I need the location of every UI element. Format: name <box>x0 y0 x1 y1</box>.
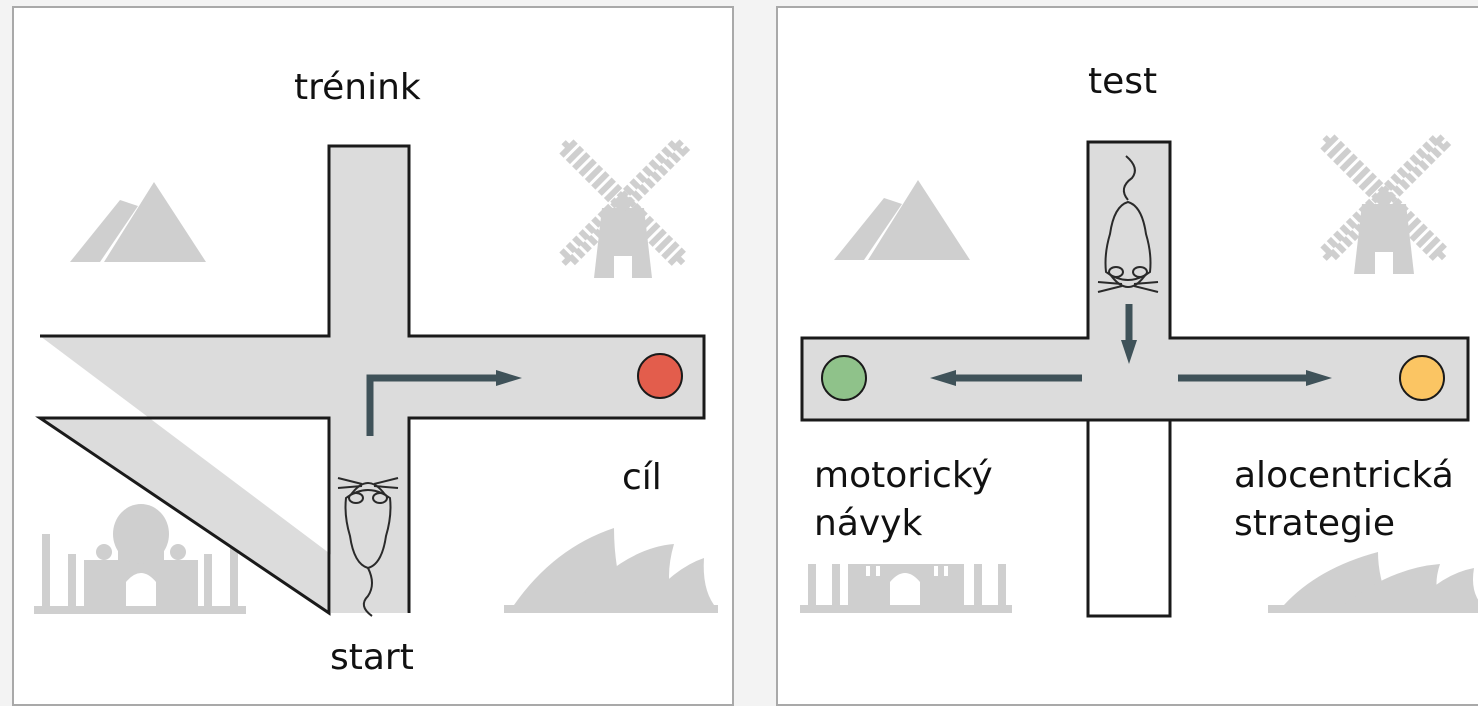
mountain-icon <box>834 180 970 260</box>
motor-habit-label-line2: návyk <box>814 503 923 544</box>
arrows <box>930 304 1332 386</box>
test-panel: test motorický návyk alocentrická strate… <box>776 6 1478 706</box>
training-title: trénink <box>294 67 421 108</box>
windmill-icon <box>1316 130 1452 274</box>
test-title: test <box>1088 61 1158 102</box>
maze <box>800 140 1470 618</box>
goal-green-circle <box>821 355 867 401</box>
mountain-icon <box>70 182 206 262</box>
motor-habit-label-line1: motorický <box>814 455 993 496</box>
taj-mahal-icon <box>800 564 1012 613</box>
test-diagram <box>800 130 1478 618</box>
opera-house-icon <box>1268 552 1478 613</box>
route-arrow <box>366 370 522 436</box>
allocentric-label-line2: strategie <box>1234 503 1395 544</box>
mouse-icon <box>1097 155 1159 293</box>
training-panel: trénink start cíl <box>12 6 734 706</box>
training-diagram <box>34 135 718 617</box>
start-label: start <box>330 637 414 678</box>
opera-house-icon <box>504 528 718 613</box>
windmill-icon <box>555 135 691 278</box>
taj-mahal-icon <box>34 504 246 614</box>
allocentric-label-line1: alocentrická <box>1234 455 1454 496</box>
mouse-icon <box>337 477 399 617</box>
goal-orange-circle <box>1399 355 1445 401</box>
goal-circle <box>637 353 683 399</box>
goal-label: cíl <box>622 457 662 498</box>
